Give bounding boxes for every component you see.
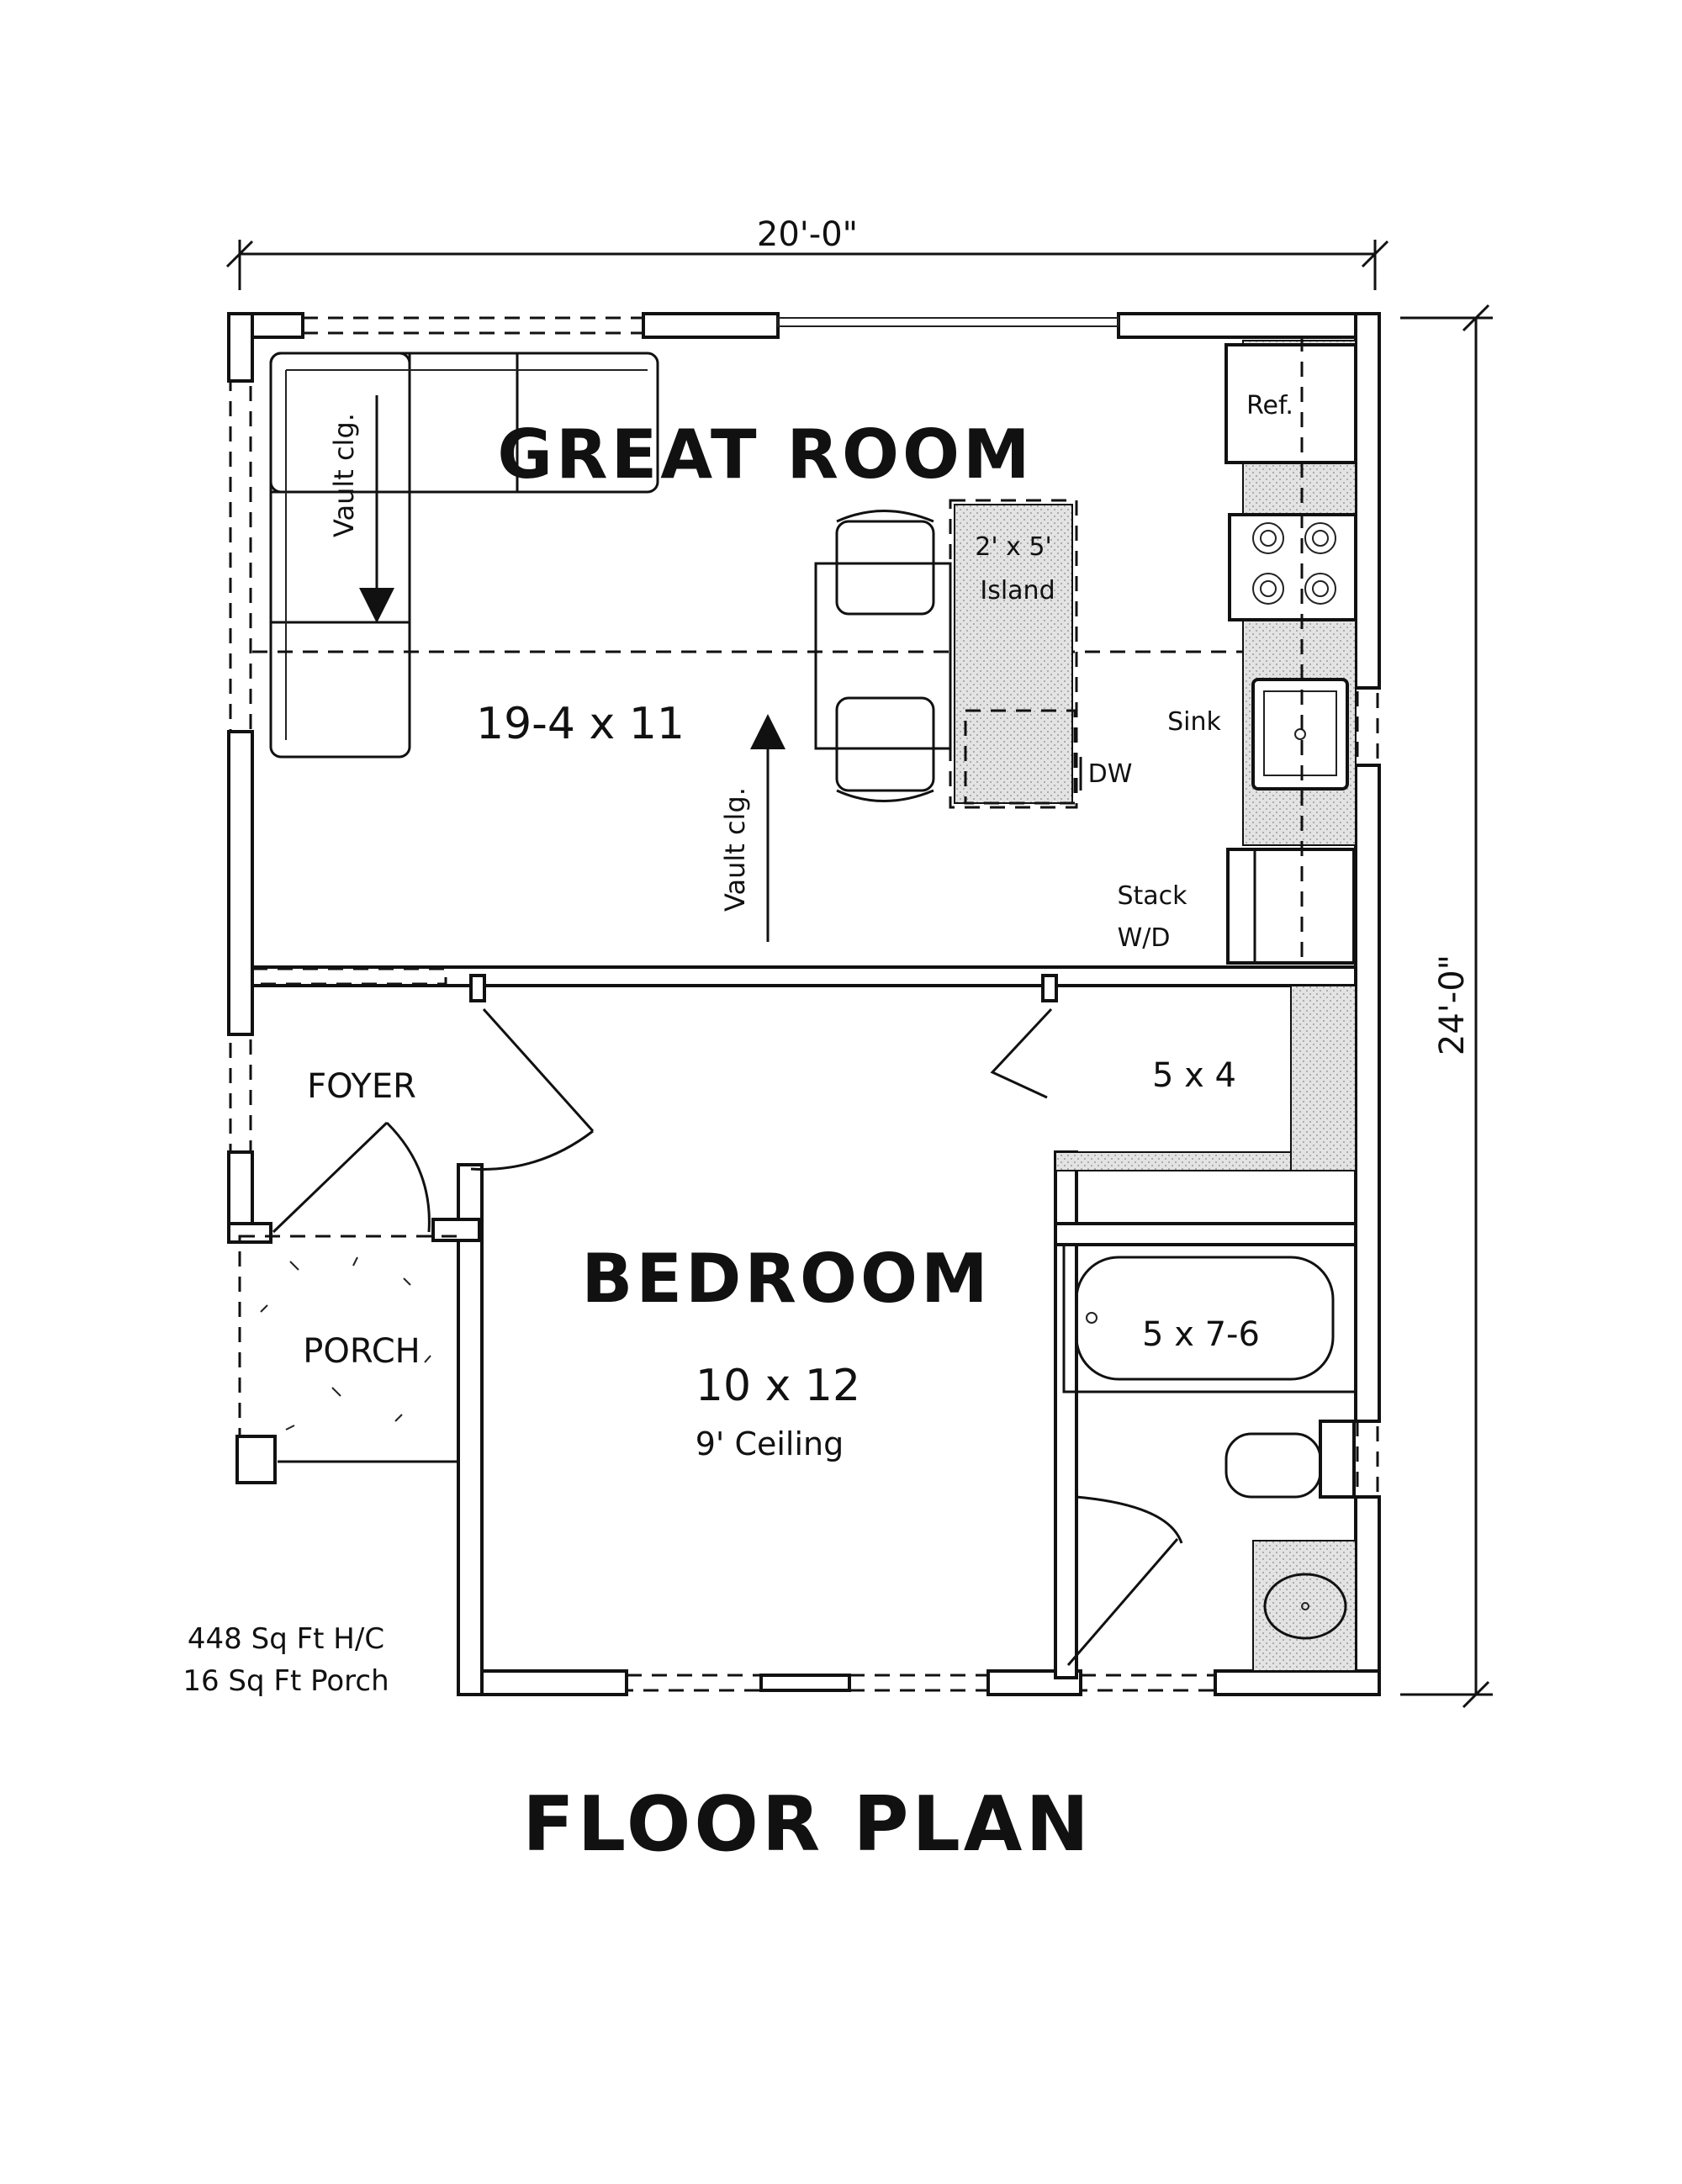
vault-ceiling-label-1: Vault clg. [328,413,360,537]
heated-area-note: 448 Sq Ft H/C [188,1622,384,1656]
width-dimension-label: 20'-0" [757,215,858,254]
refrigerator-label: Ref. [1246,391,1293,420]
interior-walls [251,965,1357,1679]
island-label-line2: Island [980,576,1055,605]
island-label-line1: 2' x 5' [975,532,1052,562]
width-dimension: 20'-0" [225,215,1389,290]
vault-ceiling-note-1: Vault clg. [328,395,394,623]
doors [272,1007,1183,1666]
depth-dimension: 24'-0" [1400,304,1493,1709]
laundry-label-line1: Stack [1117,881,1187,911]
foyer-title: FOYER [307,1067,416,1106]
dishwasher-label: DW [1088,759,1133,789]
closet-size: 5 x 4 [1152,1056,1236,1095]
kitchen-counter: Ref. Sink Stack W/D [1117,336,1357,967]
vault-ceiling-label-2: Vault clg. [719,787,751,912]
dining-table [814,510,952,802]
bedroom-title: BEDROOM [581,1240,991,1318]
bath-size: 5 x 7-6 [1142,1315,1260,1354]
great-room-size: 19-4 x 11 [476,699,685,749]
bathroom-fixtures [1062,1243,1357,1672]
porch-area-note: 16 Sq Ft Porch [182,1664,389,1698]
porch-title: PORCH [303,1332,420,1371]
porch-area [235,1235,460,1484]
sectional-sofa [269,352,659,759]
exterior-walls [227,312,1381,1696]
sink-label: Sink [1167,707,1221,737]
laundry-label-line2: W/D [1118,923,1171,953]
bedroom-ceiling: 9' Ceiling [696,1425,844,1462]
floor-plan-title: FLOOR PLAN [522,1780,1092,1869]
vault-ceiling-note-2: Vault clg. [719,714,785,942]
kitchen-island: 2' x 5' Island DW [949,499,1133,809]
great-room-title: GREAT ROOM [497,415,1033,494]
depth-dimension-label: 24'-0" [1433,955,1472,1055]
bedroom-size: 10 x 12 [696,1361,860,1411]
